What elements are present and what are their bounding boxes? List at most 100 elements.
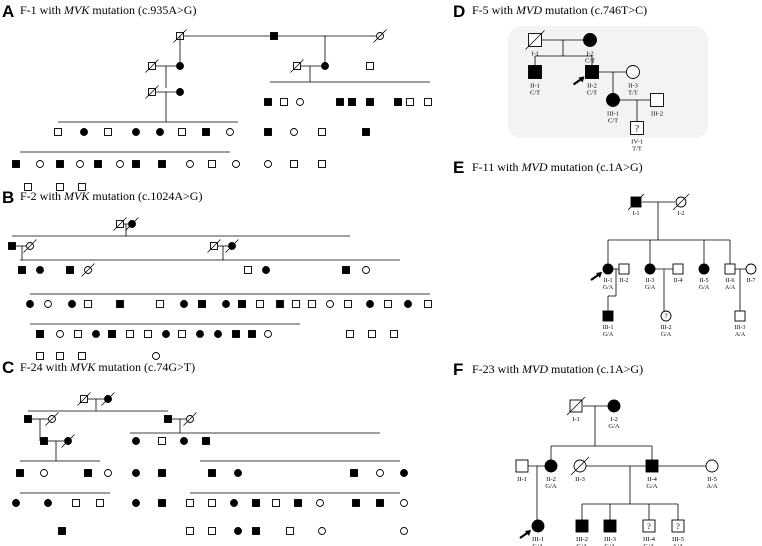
ped-b-g146-2-symbol xyxy=(78,352,86,360)
ped-a-g44-1-symbol xyxy=(176,62,184,70)
ped-c-g118-4-symbol xyxy=(132,499,140,507)
ped-b-g94-13-symbol xyxy=(308,300,316,308)
ped-f-iii-5-unknown-mark: ? xyxy=(676,522,680,531)
ped-b-g124-12-symbol xyxy=(248,330,256,338)
ped-c-g118-9-symbol xyxy=(252,499,260,507)
ped-c-g118-7-symbol xyxy=(208,499,216,507)
ped-c-g88-4-symbol xyxy=(132,469,140,477)
ped-b-g36-0-symbol xyxy=(8,242,16,250)
ped-c-g146-5-symbol xyxy=(286,527,294,535)
ped-c-g146-0-symbol xyxy=(58,527,66,535)
ped-e-id-iii-1: III-1 xyxy=(603,325,614,331)
ped-e-ii-3-symbol xyxy=(644,263,656,275)
title-f-pre: F-23 with xyxy=(472,362,523,376)
ped-c-g88-10-symbol xyxy=(400,469,408,477)
ped-a-g142-5-symbol xyxy=(116,160,124,168)
ped-c-g146-1-symbol xyxy=(186,527,194,535)
panel-title-f: F-23 with MVD mutation (c.1A>G) xyxy=(472,362,643,377)
ped-e-iii-1-symbol xyxy=(602,310,614,322)
ped-f-id-ii-5: II-5 xyxy=(707,476,717,483)
ped-b-g146-0-symbol xyxy=(36,352,44,360)
ped-b-g94-3-symbol xyxy=(84,300,92,308)
ped-a-g80-5-symbol xyxy=(366,98,374,106)
panel-title-e: F-11 with MVD mutation (c.1A>G) xyxy=(472,160,643,175)
panel-letter-f: F xyxy=(453,360,464,379)
ped-e-id-ii-6: II-6 xyxy=(726,278,735,284)
ped-f-iii-3-symbol xyxy=(603,519,617,533)
ped-b-g94-18-symbol xyxy=(404,300,412,308)
title-b-post: mutation (c.1024A>G) xyxy=(89,189,203,203)
panel-letter-c: C xyxy=(2,358,15,377)
ped-a-g142-0-symbol xyxy=(264,160,272,168)
ped-f-geno-iii-4: G/A xyxy=(643,543,655,546)
ped-a-g110-2-symbol xyxy=(318,128,326,136)
ped-c-g56-0-symbol xyxy=(40,437,48,445)
ped-e-id-i-2: I-2 xyxy=(678,211,685,217)
ped-e-id-iii-3: III-3 xyxy=(735,325,746,331)
ped-e-ii-6-symbol xyxy=(724,263,736,275)
ped-a-g142-6-symbol xyxy=(132,160,140,168)
ped-d-geno-iii-1: C/T xyxy=(608,118,618,125)
ped-f-id-i-1: I-1 xyxy=(572,416,580,423)
ped-d-iv-1-symbol xyxy=(630,121,644,135)
ped-f-geno-iii-2: G/A xyxy=(576,543,588,546)
ped-b-g124-5-symbol xyxy=(126,330,134,338)
ped-f-iii-1-proband-arrowhead xyxy=(525,530,531,536)
title-e-gene: MVD xyxy=(521,160,548,174)
title-d-post: mutation (c.746T>C) xyxy=(542,3,648,17)
ped-b-g94-17-symbol xyxy=(384,300,392,308)
ped-e-id-ii-2: II-2 xyxy=(620,278,629,284)
panel-title-a: F-1 with MVK mutation (c.935A>G) xyxy=(20,3,196,18)
ped-a-g110-0-symbol xyxy=(54,128,62,136)
ped-d-id-iv-1: IV-1 xyxy=(631,139,643,146)
ped-b-g124-10-symbol xyxy=(214,330,222,338)
ped-c-g56-3-symbol xyxy=(158,437,166,445)
ped-a-g70-0-deceased-slash xyxy=(145,85,159,99)
ped-b-g124-16-symbol xyxy=(390,330,398,338)
ped-e-iii-2-symbol xyxy=(660,310,672,322)
ped-a-g80-1-symbol xyxy=(280,98,288,106)
ped-c-g88-3-symbol xyxy=(104,469,112,477)
ped-f-id-iii-1: III-1 xyxy=(532,536,544,543)
ped-d-id-iii-2: III-2 xyxy=(651,111,663,118)
title-c-post: mutation (c.74G>T) xyxy=(95,360,196,374)
ped-e-iii-2-unknown-mark: ? xyxy=(664,313,667,321)
ped-d-ii-2-proband-arrowhead xyxy=(578,76,585,83)
ped-f-id-ii-1: II-1 xyxy=(517,476,527,483)
ped-f-iii-4-unknown-mark: ? xyxy=(647,522,651,531)
title-f-gene: MVD xyxy=(522,362,549,376)
ped-e-i-1-deceased-slash xyxy=(627,193,645,211)
ped-e-geno-ii-5: G/A xyxy=(699,285,710,291)
ped-a-g165-2-symbol xyxy=(78,183,86,191)
ped-c-g88-7-symbol xyxy=(234,469,242,477)
ped-d-ii-3-symbol xyxy=(626,65,640,79)
ped-d-iii-2-symbol xyxy=(650,93,664,107)
ped-a-g110-7-symbol xyxy=(226,128,234,136)
ped-d-i-2-symbol xyxy=(583,33,597,47)
ped-e-ii-5-symbol xyxy=(698,263,710,275)
ped-e-geno-iii-3: A/A xyxy=(735,332,746,338)
ped-a-g80-8-symbol xyxy=(424,98,432,106)
ped-d-iii-1-symbol xyxy=(606,93,620,107)
ped-c-g118-3-symbol xyxy=(96,499,104,507)
ped-a-g44-4-symbol xyxy=(366,62,374,70)
ped-a-g110-3-symbol xyxy=(132,128,140,136)
ped-c-g34-2-symbol xyxy=(164,415,172,423)
ped-b-g60-4-symbol xyxy=(244,266,252,274)
ped-a-g14-2-deceased-slash xyxy=(373,29,387,43)
panel-title-d: F-5 with MVD mutation (c.746T>C) xyxy=(472,3,647,18)
ped-b-g60-6-symbol xyxy=(342,266,350,274)
ped-c-g56-5-symbol xyxy=(202,437,210,445)
ped-e-id-ii-4: II-4 xyxy=(674,278,683,284)
ped-b-g94-7-symbol xyxy=(198,300,206,308)
ped-e-id-i-1: I-1 xyxy=(633,211,640,217)
ped-f-iii-2-symbol xyxy=(575,519,589,533)
ped-e-ii-2-symbol xyxy=(618,263,630,275)
ped-b-g94-11-symbol xyxy=(276,300,284,308)
ped-a-g110-1-symbol xyxy=(80,128,88,136)
ped-f-ii-1-symbol xyxy=(515,459,529,473)
ped-d-iv-1-unknown-mark: ? xyxy=(635,123,639,133)
ped-c-g34-1-deceased-slash xyxy=(45,412,59,426)
ped-a-g142-1-symbol xyxy=(36,160,44,168)
